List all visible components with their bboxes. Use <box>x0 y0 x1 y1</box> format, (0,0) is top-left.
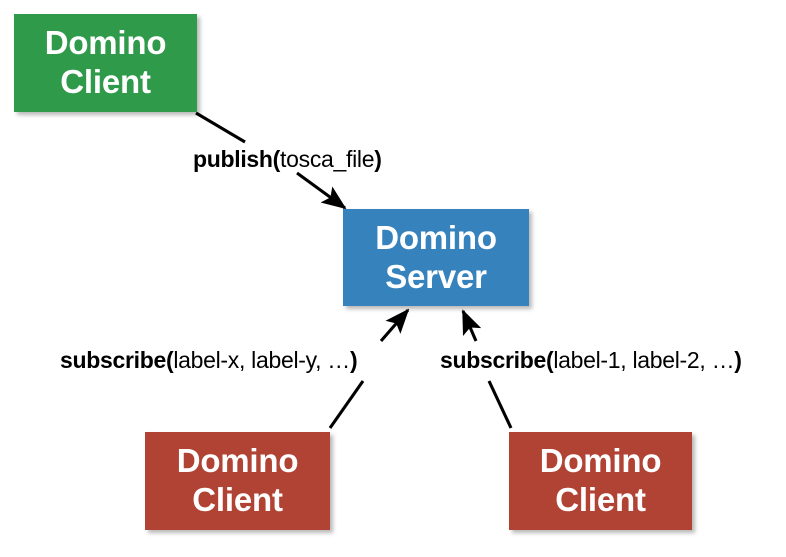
edge-label-fn-name: publish( <box>193 146 281 172</box>
edge-label-subscribe-right: subscribe(label-1, label-2, …) <box>440 349 742 372</box>
node-label-line2: Client <box>555 481 646 518</box>
edge-label-close-paren: ) <box>734 347 742 373</box>
edge-label-close-paren: ) <box>350 347 358 373</box>
edge-label-args: label-1, label-2, … <box>553 347 735 373</box>
edge-label-args: tosca_file <box>280 146 375 172</box>
node-domino-client-publisher[interactable]: Domino Client <box>14 14 197 112</box>
node-label-line2: Client <box>60 63 151 100</box>
node-domino-client-subscriber-left[interactable]: Domino Client <box>145 432 330 530</box>
edge-label-close-paren: ) <box>374 146 382 172</box>
node-label-line1: Domino <box>44 24 167 62</box>
edge-label-fn-name: subscribe( <box>60 347 174 373</box>
node-label-line2: Server <box>385 257 487 295</box>
edge-label-subscribe-left: subscribe(label-x, label-y, …) <box>60 347 358 373</box>
node-domino-server[interactable]: Domino Server <box>343 209 529 306</box>
edge-label-publish: publish(tosca_file) <box>193 148 382 171</box>
edge-label-args: label-x, label-y, … <box>173 347 350 373</box>
node-label-line2: Client <box>192 481 283 518</box>
node-domino-client-subscriber-right[interactable]: Domino Client <box>509 432 692 530</box>
node-label-line1: Domino <box>375 218 497 256</box>
node-label-line1: Domino <box>539 442 662 480</box>
node-label-line1: Domino <box>176 442 299 480</box>
edge-label-fn-name: subscribe( <box>440 347 554 373</box>
